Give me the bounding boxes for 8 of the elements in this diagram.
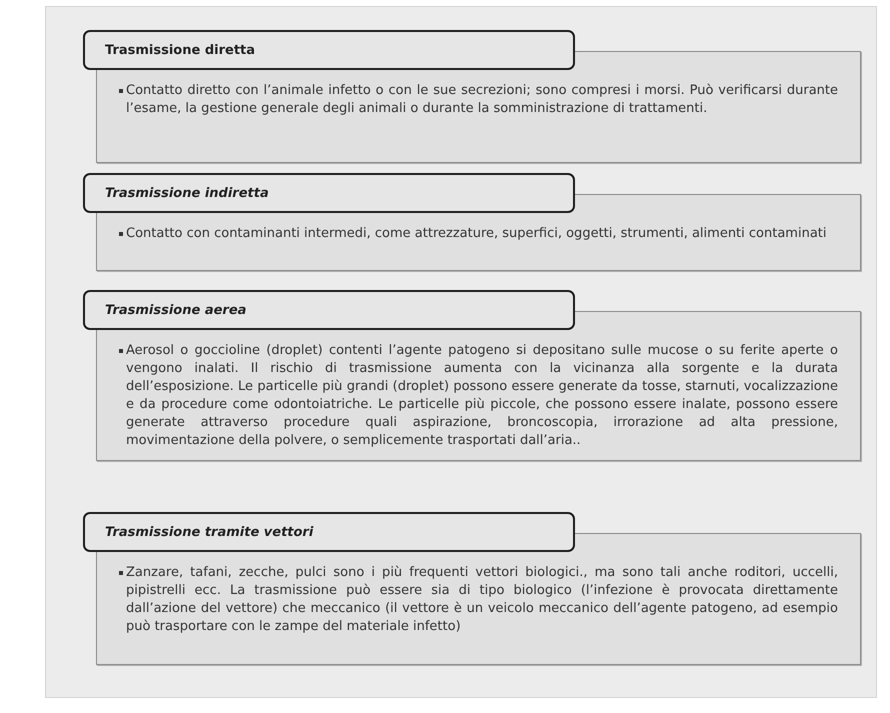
description-text: Zanzare, tafani, zecche, pulci sono i più frequenti vettori biologici., ma sono tali anche roditori, uccelli, pipistrelli ecc. La trasmissione può essere sia di tipo biologico (l’infezione è provocata direttamente dall’azione del vettore) che meccanico (il vettore è un veicolo meccanico dell’agente patogeno, ad esempio può trasportare con le zampe del materiale infetto) bbox=[126, 564, 838, 636]
section-heading: Trasmissione indiretta bbox=[83, 173, 575, 213]
section-heading: Trasmissione aerea bbox=[83, 290, 575, 330]
description-text: Contatto con contaminanti intermedi, come attrezzature, superfici, oggetti, strumenti, alimenti contaminati bbox=[126, 225, 828, 243]
section-heading: Trasmissione tramite vettori bbox=[83, 512, 575, 552]
description-text: Aerosol o goccioline (droplet) contenti l’agente patogeno si depositano sulle mucose o su ferite aperte o vengono inalati. Il rischio di trasmissione aumenta con la vicinanza alla sorgente e la durata dell’esposizione. Le particelle più grandi (droplet) possono essere generate da tosse, starnuti, vocalizzazione e da procedure come odontoiatriche. Le particelle più piccole, che possono essere inalate, possono essere generate attraverso procedure quali aspirazione, broncoscopia, irrorazione ad alta pressione, movimentazione della polvere, o semplicemente trasportati dall’aria.. bbox=[126, 342, 838, 450]
description-text: Contatto diretto con l’animale infetto o con le sue secrezioni; sono compresi i morsi. Può verificarsi durante l’esame, la gestione generale degli animali o durante la somministrazione di trattamenti. bbox=[126, 82, 838, 118]
section-heading: Trasmissione diretta bbox=[83, 30, 575, 70]
